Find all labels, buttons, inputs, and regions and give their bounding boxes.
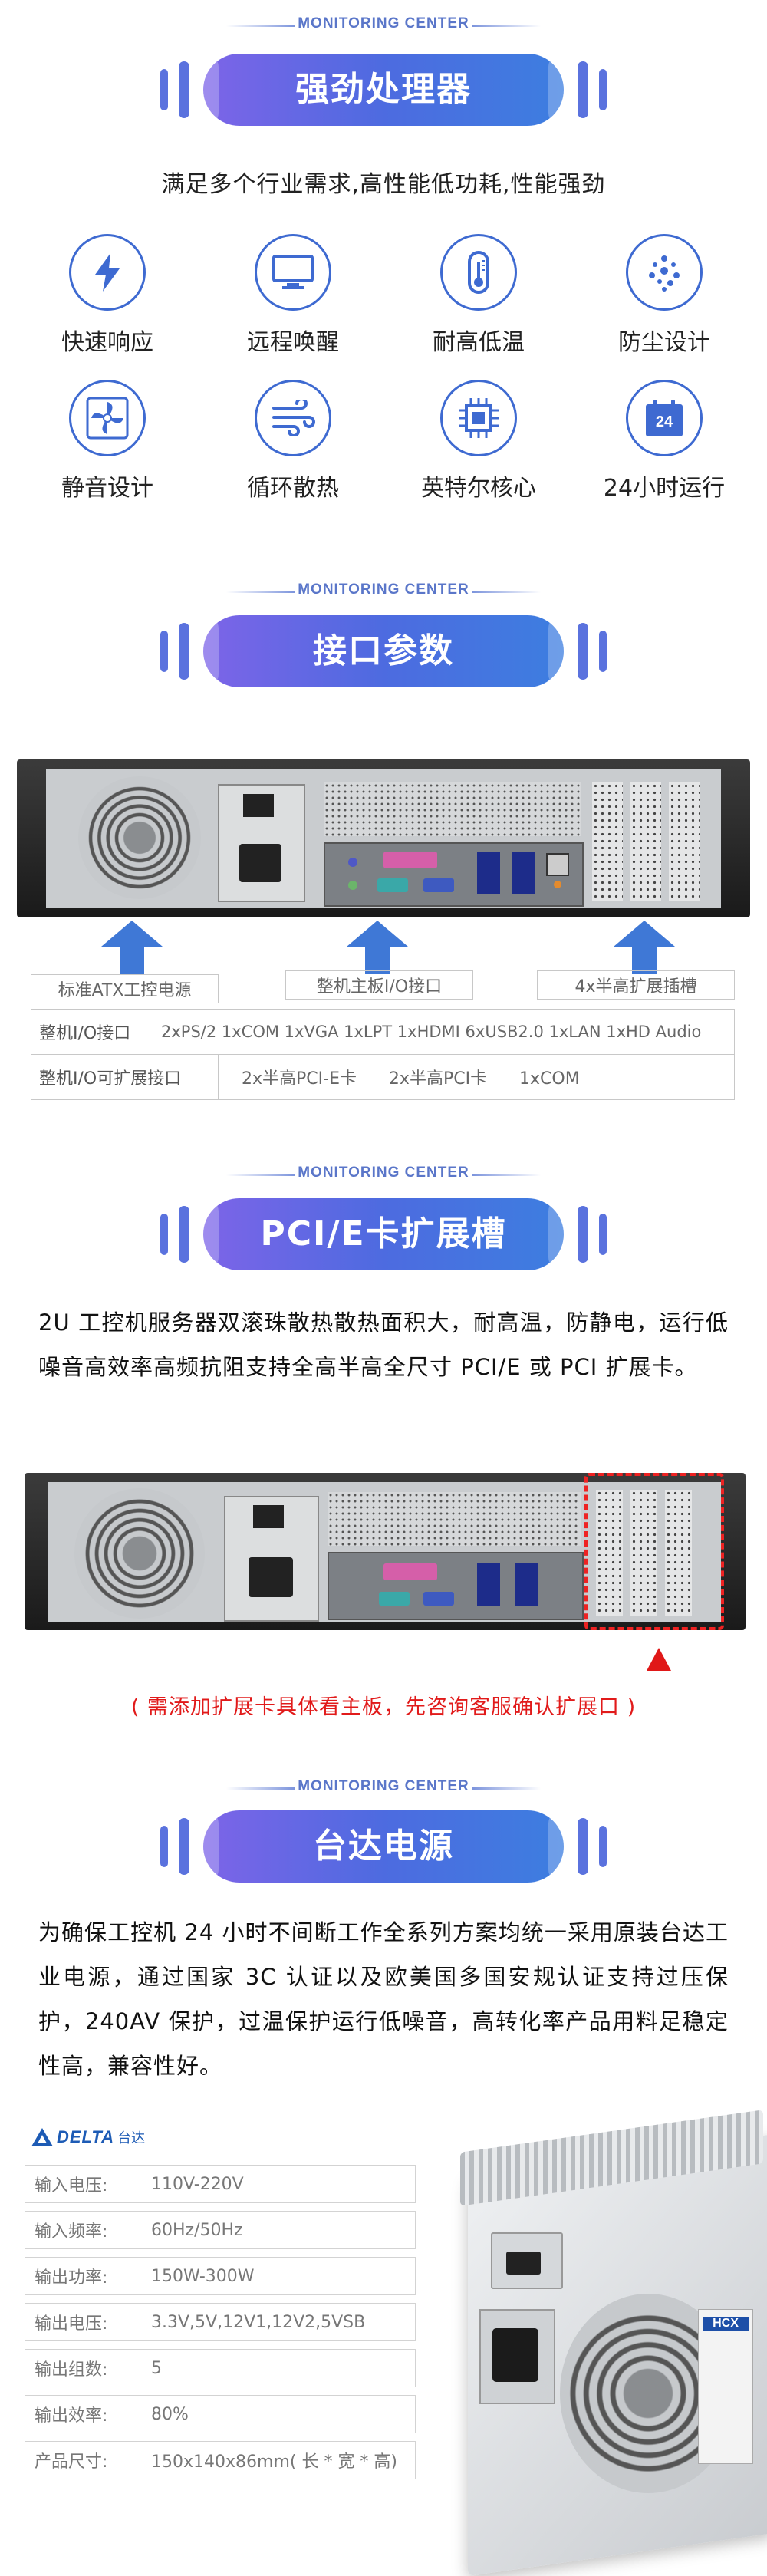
section-title-pill: 接口参数	[160, 615, 607, 687]
arrow-up-icon	[101, 921, 163, 977]
section-subtitle: 满足多个行业需求,高性能低功耗,性能强劲	[161, 171, 606, 198]
feature-label: 24小时运行	[603, 475, 726, 502]
calendar-24-icon: 24	[626, 380, 703, 456]
monitoring-center-label: MONITORING CENTER	[298, 581, 469, 598]
table-row-value: 2x半高PCI-E卡 2x半高PCI卡 1xCOM	[218, 1054, 735, 1100]
feature-item: 防尘设计	[588, 234, 741, 357]
feature-label: 循环散热	[247, 475, 339, 502]
spec-row: 输出电压:3.3V,5V,12V1,12V2,5VSB	[25, 2303, 416, 2341]
note-text: ( 需添加扩展卡具体看主板，先咨询客服确认扩展口 )	[130, 1695, 637, 1719]
spec-row: 产品尺寸:150x140x86mm( 长 * 宽 * 高)	[25, 2441, 416, 2479]
cpu-chip-icon	[440, 380, 517, 456]
callout-label: 标准ATX工控电源	[31, 974, 219, 1003]
feature-item: 耐高低温	[402, 234, 555, 357]
spec-row: 输入频率:60Hz/50Hz	[25, 2211, 416, 2249]
thermometer-icon	[440, 234, 517, 311]
section-title: 接口参数	[313, 631, 454, 670]
table-row-value: 2xPS/2 1xCOM 1xVGA 1xLPT 1xHDMI 6xUSB2.0…	[153, 1009, 735, 1055]
feature-label: 远程唤醒	[247, 329, 339, 356]
dust-icon	[626, 234, 703, 311]
callout-label: 4x半高扩展插槽	[537, 970, 735, 1000]
monitoring-center-label: MONITORING CENTER	[298, 15, 469, 31]
section-title: 台达电源	[313, 1827, 454, 1866]
feature-label: 快速响应	[61, 329, 153, 356]
feature-label: 英特尔核心	[421, 475, 536, 502]
section-title: PCI/E卡扩展槽	[260, 1214, 507, 1253]
description-paragraph: 为确保工控机 24 小时不间断工作全系列方案均统一采用原装台达工业电源，通过国家…	[38, 1919, 729, 2079]
feature-item: 远程唤醒	[216, 234, 370, 357]
monitoring-center-label: MONITORING CENTER	[298, 1778, 469, 1794]
feature-label: 防尘设计	[618, 329, 710, 356]
highlight-frame	[584, 1473, 724, 1630]
spec-row: 输出效率:80%	[25, 2395, 416, 2433]
lightning-icon	[69, 234, 146, 311]
arrow-up-icon	[614, 921, 675, 977]
spec-row: 输出组数:5	[25, 2349, 416, 2387]
table-row-label: 整机I/O接口	[31, 1009, 153, 1055]
feature-item: 快速响应	[31, 234, 184, 357]
delta-triangle-icon	[31, 2128, 53, 2146]
section-title-pill: 强劲处理器	[160, 54, 607, 126]
feature-label: 静音设计	[61, 475, 153, 502]
arrow-up-icon	[347, 921, 408, 977]
description-paragraph: 2U 工控机服务器双滚珠散热散热面积大，耐高温，防静电，运行低噪音高效率高频抗阻…	[38, 1309, 729, 1380]
monitor-icon	[255, 234, 331, 311]
feature-item: 英特尔核心	[402, 380, 555, 502]
section-title-pill: PCI/E卡扩展槽	[160, 1198, 607, 1270]
psu-label: HCX	[703, 2317, 749, 2331]
feature-item: 24 24小时运行	[588, 380, 741, 502]
divider	[226, 25, 295, 27]
spec-row: 输入电压:110V-220V	[25, 2165, 416, 2203]
power-supply-image: HCX	[445, 2110, 767, 2576]
spec-row: 输出功率:150W-300W	[25, 2257, 416, 2295]
callout-label: 整机主板I/O接口	[285, 970, 473, 1000]
fan-icon	[69, 380, 146, 456]
fan-grill	[78, 776, 201, 899]
brand-name: DELTA	[57, 2127, 115, 2146]
monitoring-center-label: MONITORING CENTER	[298, 1164, 469, 1181]
section-title-pill: 台达电源	[160, 1810, 607, 1883]
red-pointer-icon	[647, 1648, 671, 1671]
calendar-number: 24	[655, 413, 673, 430]
table-row-label: 整机I/O可扩展接口	[31, 1054, 219, 1100]
feature-label: 耐高低温	[433, 329, 525, 356]
divider	[472, 25, 541, 27]
delta-logo: DELTA 台达	[31, 2125, 145, 2149]
chassis-rear-image	[25, 1473, 746, 1636]
wind-icon	[255, 380, 331, 456]
brand-name-cn: 台达	[117, 2130, 146, 2146]
feature-item: 静音设计	[31, 380, 184, 502]
chassis-rear-image	[17, 759, 750, 917]
section-title: 强劲处理器	[295, 70, 472, 109]
feature-item: 循环散热	[216, 380, 370, 502]
